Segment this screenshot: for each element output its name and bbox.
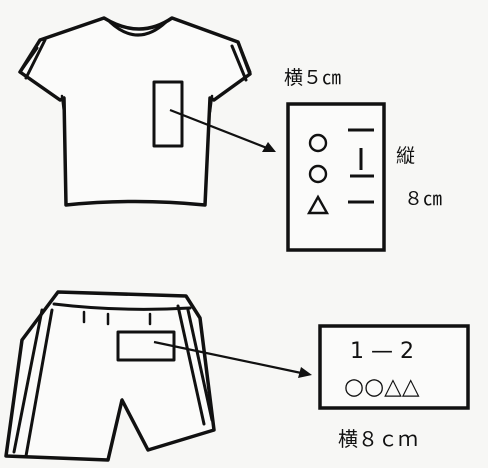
tag-number-marks: [348, 128, 374, 204]
tshirt-left-sleeve-stripe: [18, 38, 47, 80]
shorts-tag-box: [318, 324, 470, 410]
tshirt-right-sleeve-stripe: [230, 40, 252, 82]
shorts-outline: [4, 290, 216, 462]
shorts-tag-line-1: 1 — 2: [350, 339, 414, 364]
tshirt-right-seam: [208, 94, 214, 114]
shorts-belt-loops: [82, 310, 152, 326]
shorts-illustration: [4, 290, 216, 462]
tshirt-height-label: 縦: [396, 145, 415, 167]
shorts-pointer-arrow: [153, 340, 312, 378]
tshirt-collar: [108, 20, 168, 37]
tshirt-height-value: ８㎝: [404, 188, 442, 210]
tshirt-tag-detail: [286, 102, 386, 252]
tshirt-outline: [18, 16, 252, 207]
shorts-tag-line-2: ○○△△: [344, 374, 420, 400]
shorts-left-stripe: [12, 308, 54, 458]
shorts-tag-detail: [318, 324, 470, 410]
tshirt-width-label: 横５㎝: [284, 67, 341, 89]
tag-circle-1: [308, 133, 328, 153]
shorts-right-stripe: [176, 304, 214, 426]
tshirt-illustration: [18, 16, 252, 207]
tshirt-left-seam: [60, 94, 66, 114]
tshirt-pointer-arrow: [169, 108, 276, 152]
shorts-waistband: [52, 302, 192, 311]
tag-circle-2: [308, 164, 328, 184]
tag-triangle: [306, 194, 330, 215]
shorts-width-label: 横８ｃｍ: [338, 427, 418, 451]
